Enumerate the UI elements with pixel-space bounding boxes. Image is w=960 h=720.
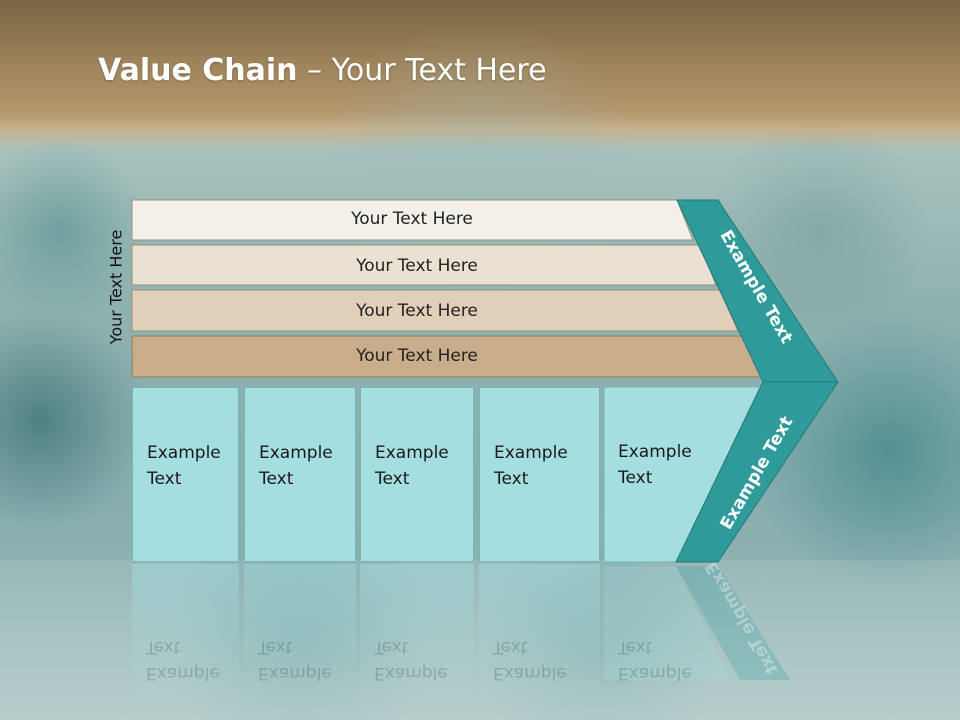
title-bold: Value Chain [98,53,298,88]
box5-reflection [604,566,730,680]
bar-label-2: Your Text Here [356,256,478,276]
title-rest: – Your Text Here [297,53,547,88]
top-fade [0,0,960,140]
bar-shape-3 [131,289,739,332]
bar-shape-2 [131,244,717,286]
chevron-reflection [676,566,790,680]
bottom-fade [0,560,960,720]
bar-label-3: Your Text Here [356,301,478,321]
slide-title: Value Chain – Your Text Here [98,53,547,88]
bar-label-1: Your Text Here [351,209,473,229]
bar-shape-1 [131,199,694,241]
bar-label-4: Your Text Here [356,346,478,366]
side-label-text: Your Text Here [106,229,126,345]
chevron-bottom-arm [675,381,839,563]
